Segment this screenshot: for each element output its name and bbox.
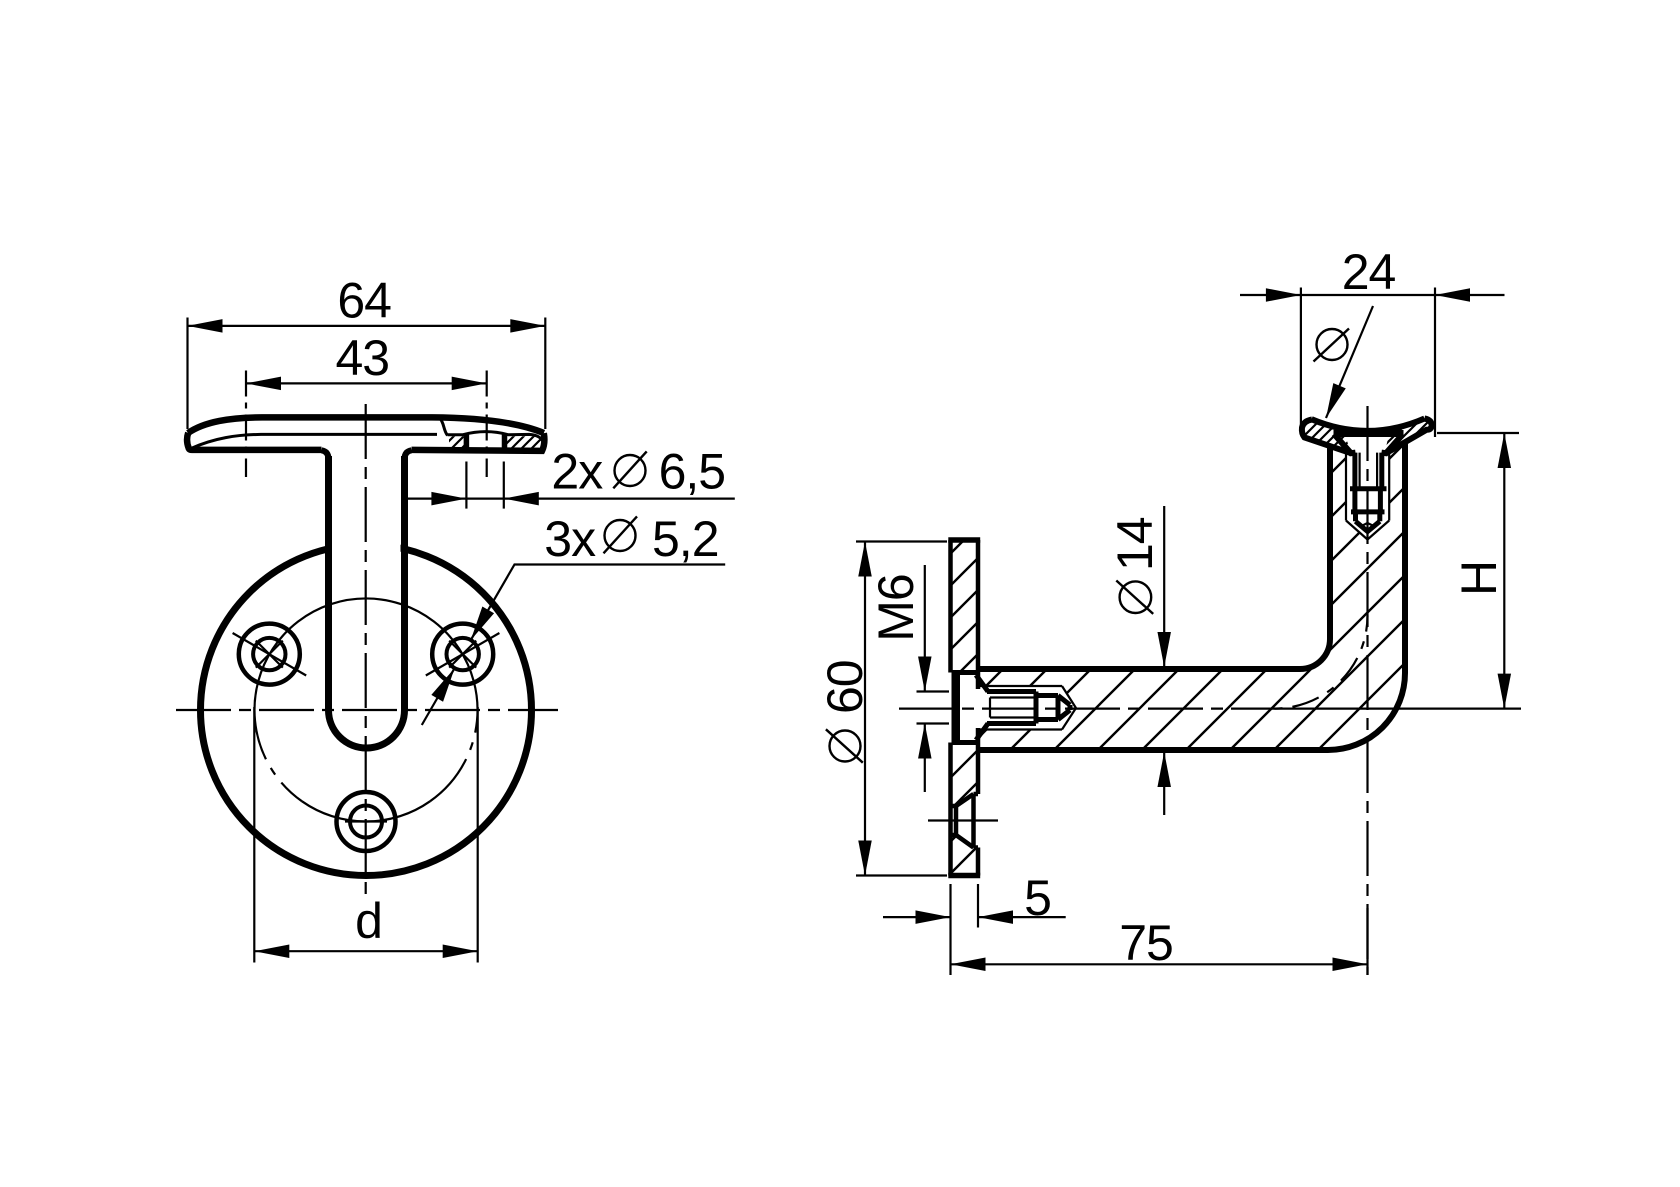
svg-text:5,2: 5,2 [652, 511, 719, 567]
svg-text:2x: 2x [551, 443, 603, 499]
svg-text:64: 64 [337, 273, 391, 329]
svg-text:H: H [1451, 560, 1507, 596]
svg-text:3x: 3x [544, 511, 596, 567]
svg-text:24: 24 [1342, 244, 1396, 300]
svg-text:14: 14 [1107, 517, 1163, 571]
svg-text:60: 60 [817, 660, 873, 714]
svg-text:6,5: 6,5 [659, 443, 726, 499]
svg-text:43: 43 [335, 330, 389, 386]
svg-text:75: 75 [1119, 915, 1173, 971]
svg-text:M6: M6 [868, 574, 924, 641]
svg-text:d: d [355, 893, 383, 949]
svg-text:5: 5 [1024, 870, 1052, 926]
